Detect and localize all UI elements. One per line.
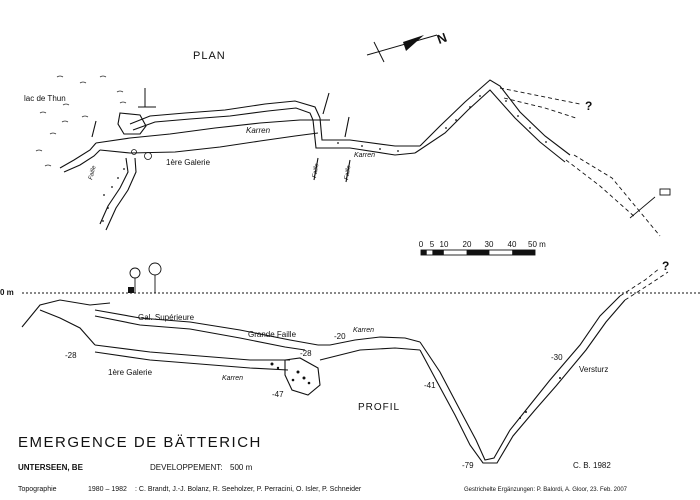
scale-tick-1: 5	[430, 240, 435, 249]
plan-karren-label: Karren	[246, 126, 271, 135]
depth-label-6: -79	[462, 461, 474, 470]
scale-tick-6: 50 m	[528, 240, 546, 249]
development-value: 500 m	[230, 463, 253, 472]
scale-tick-4: 30	[485, 240, 494, 249]
north-arrow-icon: N	[366, 30, 449, 63]
profile-rock-fill	[270, 362, 561, 419]
label-grande-faille: Grande Faille	[248, 330, 297, 339]
plan-title: PLAN	[193, 50, 226, 62]
profile-cave-passages	[21, 295, 626, 464]
label-versturz: Versturz	[579, 365, 608, 374]
plan-faults	[91, 92, 351, 183]
depth-label-4: -47	[272, 390, 284, 399]
plan-cave-passages	[59, 79, 571, 231]
topography-names: : C. Brandt, J.-J. Bolanz, R. Seeholzer,…	[135, 486, 362, 493]
development-label: DEVELOPPEMENT:	[150, 463, 222, 472]
depth-label-1: -28	[65, 351, 77, 360]
profile-question-mark: ?	[662, 259, 669, 273]
plan-fault-label-1: Faille	[88, 164, 98, 180]
depth-label-2: -28	[300, 349, 312, 358]
profile-title: PROFIL	[358, 402, 400, 413]
scale-tick-3: 20	[463, 240, 472, 249]
profile-dashed-extensions	[619, 267, 669, 301]
label-karren-top: Karren	[353, 327, 374, 334]
scale-bar: 0 5 10 20 30 40 50 m	[419, 240, 546, 256]
plan-entrance-structure	[138, 88, 156, 108]
plan-karren-label-2: Karren	[354, 152, 375, 159]
plan-fault-label-3: Faille	[344, 165, 353, 181]
depth-label-5: -41	[424, 381, 436, 390]
surface-marker	[128, 287, 134, 293]
topography-years: 1980 – 1982	[88, 486, 127, 493]
plan-sediment-dots	[102, 95, 547, 222]
profile-zero-label: 0 m	[0, 288, 14, 297]
scale-tick-0: 0	[419, 240, 424, 249]
label-karren-bottom: Karren	[222, 375, 243, 382]
tree-icon	[129, 262, 162, 293]
lake-water-marks	[35, 75, 127, 167]
label-1ere-galerie: 1ère Galerie	[108, 368, 153, 377]
depth-label-7: -30	[551, 353, 563, 362]
plan-dashed-extensions	[499, 87, 661, 237]
topography-label: Topographie	[18, 486, 57, 493]
lake-label: lac de Thun	[24, 94, 66, 103]
label-author-date: C. B. 1982	[573, 461, 611, 470]
north-letter: N	[435, 30, 449, 47]
plan-gallery-label: 1ère Galerie	[166, 158, 211, 167]
depth-label-3: -20	[334, 332, 346, 341]
plan-fault-label-2: Faille	[312, 163, 321, 179]
location-label: UNTERSEEN, BE	[18, 463, 84, 472]
additions-credit: Gestrichelte Ergänzungen: P. Balordi, A.…	[464, 487, 628, 493]
label-gal-superieure: Gal. Supérieure	[138, 313, 195, 322]
plan-question-mark: ?	[585, 99, 592, 113]
map-title: EMERGENCE DE BÄTTERICH	[18, 434, 262, 451]
plan-small-marker	[629, 188, 671, 219]
scale-tick-5: 40	[508, 240, 517, 249]
scale-tick-2: 10	[440, 240, 449, 249]
